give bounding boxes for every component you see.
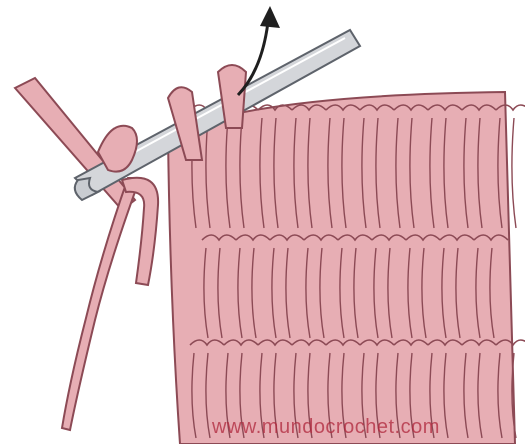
stitch-post: [512, 118, 516, 228]
working-yarn: [62, 178, 140, 430]
watermark: www.mundocrochet.com: [212, 416, 440, 439]
